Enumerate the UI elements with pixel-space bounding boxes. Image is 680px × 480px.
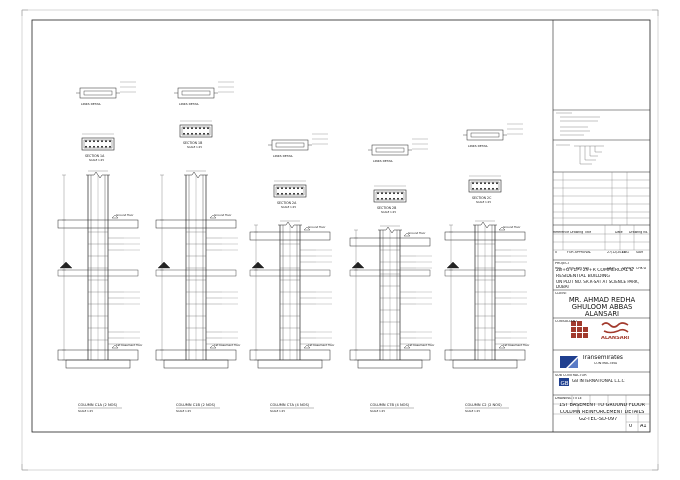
column-scale: SCALE 1:25 [270, 409, 285, 413]
rev-header-drawn: DRAWN [622, 267, 635, 270]
section-scale: SCALE 1:25 [187, 145, 202, 149]
ground-floor-level: Ground floor [214, 213, 232, 217]
title-block: Reference Drawing Title Date Drawing no.… [553, 22, 651, 432]
consultant-label: CONSULTANT [555, 320, 578, 323]
column-scale: SCALE 1:25 [465, 409, 480, 413]
project-line-3: ON PLOT NO. SR.R-SAT AT SCIENCE PARK, [556, 280, 639, 284]
column-elevation: Ground floor 1st basement floor [57, 170, 143, 369]
basement-level: 1st basement floor [116, 343, 143, 347]
links-detail: LINKS DETAIL [76, 81, 136, 106]
issue-date: 27/12/2022 [607, 251, 626, 254]
consultant-logo [571, 321, 629, 338]
section-label: SECTION 2C [472, 196, 492, 200]
links-detail: LINKS DETAIL [268, 133, 328, 158]
issue-drawn: ENG [622, 251, 629, 254]
drawing-title-label: DRAWING TITLE [555, 397, 582, 400]
column-scale: SCALE 1:25 [176, 409, 191, 413]
rev-header-rev: REV [555, 267, 562, 270]
links-detail: LINKS DETAIL [463, 123, 523, 148]
revision-number: 0 [629, 424, 633, 429]
subcontractor-name: GB INTERNATIONAL L.L.C [572, 379, 625, 383]
sheet-size: A1 [640, 424, 647, 429]
section-label: SECTION 2A [277, 201, 297, 205]
section-scale: SCALE 1:25 [89, 158, 104, 162]
basement-level: 1st basement floor [503, 343, 530, 347]
issue-description: FOR APPROVAL [567, 251, 592, 254]
column-elevation: Ground floor 1st basement floor [155, 170, 241, 369]
links-detail-label: LINKS DETAIL [468, 144, 488, 148]
column-scale: SCALE 1:25 [78, 409, 93, 413]
ground-floor-level: Ground floor [308, 225, 326, 229]
section-label: SECTION 2B [377, 206, 396, 210]
links-detail-label: LINKS DETAIL [81, 102, 101, 106]
column-label: COLUMN C1A (2 NOS) [78, 403, 118, 407]
basement-level: 1st basement floor [214, 343, 241, 347]
project-line-4: DUBAI [556, 285, 569, 289]
section-scale: SCALE 1:25 [381, 210, 396, 214]
links-detail-label: LINKS DETAIL [373, 159, 393, 163]
section-scale: SCALE 1:25 [476, 200, 491, 204]
ground-floor-level: Ground floor [116, 213, 134, 217]
client-line-1: MR. AHMAD REDHA [568, 297, 636, 304]
project-label: PROJECT [555, 262, 570, 265]
column-label: COLUMN C7B (4 NOS) [370, 403, 410, 407]
column-label: COLUMN C7A (4 NOS) [270, 403, 310, 407]
rev-header-desc: DESCRIPTION [567, 267, 589, 270]
rev-header-chk: CHK'D [636, 267, 647, 270]
column-label: COLUMN C2 (2 NOS) [465, 403, 502, 407]
project-line-1: 2B+G+1P+29+R COMMERCIAL & [556, 268, 634, 273]
section-scale: SCALE 1:25 [281, 205, 296, 209]
column-elevation: Ground floor 1st basement floor [349, 225, 435, 369]
ground-floor-level: Ground floor [503, 225, 521, 229]
column-elevation: Ground floor 1st basement floor [249, 220, 335, 369]
contractor-name: Transemirates [582, 355, 623, 361]
client-label: CLIENT [555, 292, 568, 295]
drawing-number: G2-TEC-SD-097 [579, 417, 618, 422]
project-line-2: RESIDENTIAL BUILDING [556, 274, 610, 279]
links-detail: LINKS DETAIL [368, 138, 428, 163]
client-line-3: ALANSARI [584, 311, 620, 318]
table-header-no: Drawing no. [629, 231, 649, 234]
issue-checked: SAM [636, 251, 644, 254]
svg-text:GB: GB [561, 381, 569, 387]
issue-rev: 0 [555, 251, 558, 254]
subcontractor-logo: GB [559, 378, 569, 387]
client-line-2: GHULOOM ABBAS [571, 304, 633, 311]
column-scale: SCALE 1:25 [370, 409, 385, 413]
ground-floor-level: Ground floor [408, 231, 426, 235]
drawing-title-line-1: 1ST BASEMENT TO GROUND FLOOR [559, 403, 645, 408]
contractor-sub: CONTRACTING [594, 362, 618, 365]
section-label: SECTION 1A [85, 154, 105, 158]
links-detail-label: LINKS DETAIL [273, 154, 293, 158]
column-label: COLUMN C1B (2 NOS) [176, 403, 216, 407]
column-elevation: Ground floor 1st basement floor [444, 220, 530, 369]
title-block-frame [552, 20, 650, 432]
section-label: SECTION 1B [183, 141, 202, 145]
basement-level: 1st basement floor [308, 343, 335, 347]
drawing-title-line-2: COLUMN REINFORCEMENT DETAILS [559, 410, 645, 415]
table-header-date: Date [615, 231, 623, 234]
rev-header-date: DATE [607, 267, 616, 270]
table-header-ref: Reference Drawing Title [553, 231, 592, 234]
links-detail-label: LINKS DETAIL [179, 102, 199, 106]
consultant-logo-name: ALANSARI [601, 336, 630, 341]
basement-level: 1st basement floor [408, 343, 435, 347]
contractor-logo [560, 356, 578, 368]
links-detail: LINKS DETAIL [174, 81, 234, 106]
subcontractor-label: SUB CONTRACTOR [555, 374, 587, 377]
